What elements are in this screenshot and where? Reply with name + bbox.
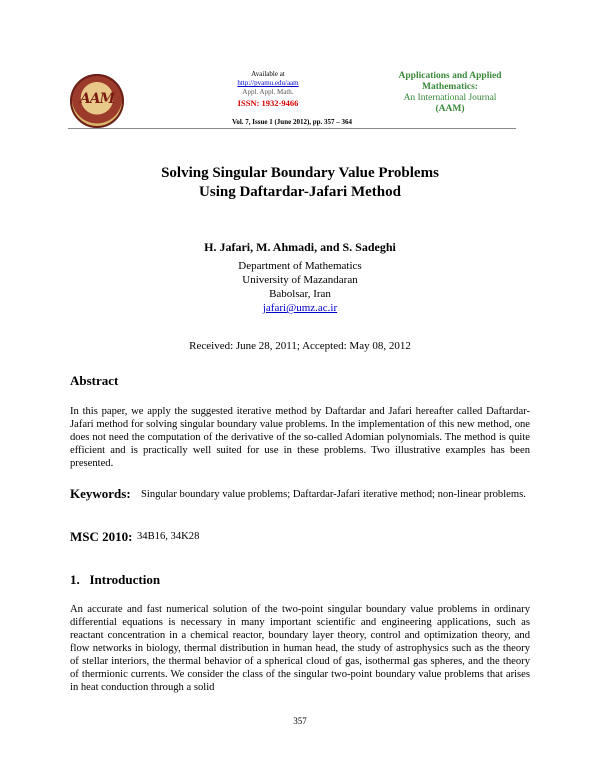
journal-name-block: Applications and Applied Mathematics: An… [390, 71, 510, 115]
received-accepted-dates: Received: June 28, 2011; Accepted: May 0… [189, 340, 411, 352]
introduction-text: An accurate and fast numerical solution … [70, 604, 530, 693]
title-line2: Using Daftardar-Jafari Method [199, 184, 401, 200]
affiliation-dept: Department of Mathematics [238, 260, 362, 272]
affiliation-city: Babolsar, Iran [269, 288, 331, 300]
journal-logo: AAM [70, 74, 124, 128]
abstract-heading: Abstract [70, 373, 119, 388]
msc-heading: MSC 2010: [70, 529, 133, 544]
journal-abbrev: Appl. Appl. Math. [242, 88, 294, 96]
journal-name-line4: (AAM) [435, 104, 465, 114]
available-at-label: Available at [251, 70, 285, 78]
page-number: 357 [293, 716, 307, 726]
availability-block: Available at http://pvamu.edu/aam Appl. … [222, 70, 314, 109]
keywords-heading: Keywords: [70, 486, 131, 501]
msc-codes: 34B16, 34K28 [137, 531, 200, 542]
affiliation-university: University of Mazandaran [242, 274, 358, 286]
affiliation-block: Department of Mathematics University of … [60, 259, 540, 315]
logo-text: AAM [79, 91, 115, 107]
journal-url-link[interactable]: http://pvamu.edu/aam [237, 79, 299, 87]
journal-name-line2: Mathematics: [422, 82, 478, 92]
abstract-text: In this paper, we apply the suggested it… [70, 406, 530, 469]
paper-title: Solving Singular Boundary Value Problems… [60, 164, 540, 202]
author-list: H. Jafari, M. Ahmadi, and S. Sadeghi [204, 240, 396, 254]
header-divider [68, 128, 516, 129]
journal-name-line1: Applications and Applied [398, 71, 502, 81]
volume-info: Vol. 7, Issue 1 (June 2012), pp. 357 – 3… [231, 118, 353, 126]
title-line1: Solving Singular Boundary Value Problems [161, 165, 439, 181]
issn-label: ISSN: 1932-9466 [237, 98, 299, 108]
author-email-link[interactable]: jafari@umz.ac.ir [262, 302, 338, 314]
keywords-text: Singular boundary value problems; Daftar… [141, 489, 526, 500]
introduction-heading: 1. Introduction [70, 572, 161, 587]
journal-name-line3: An International Journal [403, 93, 497, 103]
